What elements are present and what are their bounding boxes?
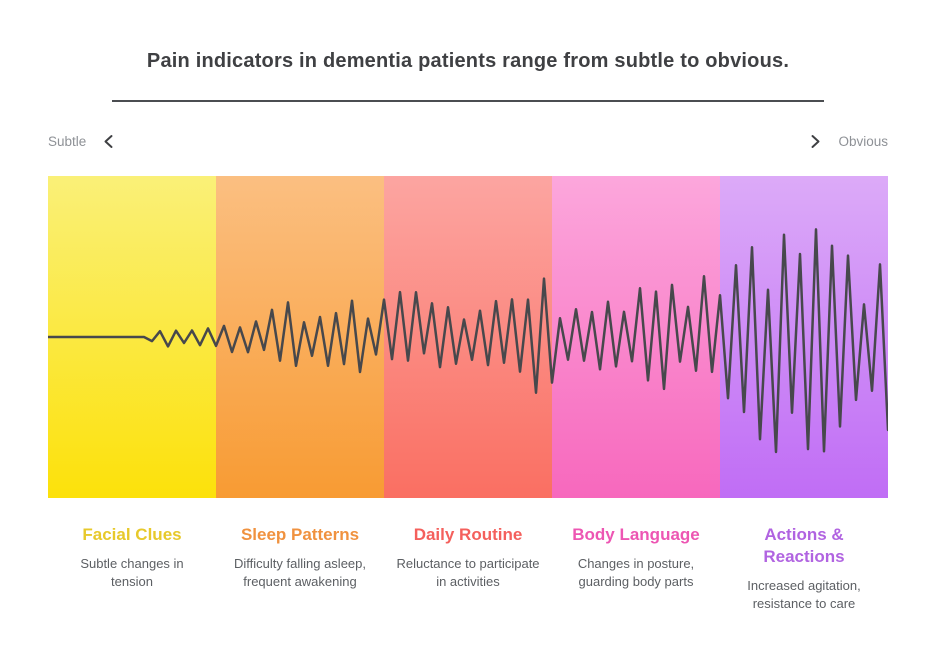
chevron-left-icon[interactable]	[102, 134, 115, 149]
scale-nav: Subtle Obvious	[48, 134, 888, 149]
legend-desc-daily-routine: Reluctance to participate in activities	[396, 556, 540, 590]
chevron-right-icon[interactable]	[809, 134, 822, 149]
legend-title-actions-reactions: Actions & Reactions	[763, 525, 845, 567]
legend-desc-body-language: Changes in posture, guarding body parts	[577, 556, 695, 590]
legend-title-facial-clues: Facial Clues	[82, 525, 182, 544]
title-underline	[112, 100, 824, 102]
legend-desc-sleep-patterns: Difficulty falling asleep, frequent awak…	[234, 556, 366, 590]
pain-spectrum-chart	[48, 176, 888, 498]
legend-title-body-language: Body Language	[572, 525, 700, 544]
legend-desc-actions-reactions: Increased agitation, resistance to care	[747, 578, 861, 612]
scale-nav-right: Obvious	[809, 134, 888, 149]
legend-title-daily-routine: Daily Routine	[413, 525, 523, 544]
page-title: Pain indicators in dementia patients ran…	[146, 50, 790, 72]
subtle-label: Subtle	[48, 134, 87, 149]
legend-title-sleep-patterns: Sleep Patterns	[240, 525, 360, 544]
pain-waveform	[48, 228, 888, 454]
legend-desc-facial-clues: Subtle changes in tension	[80, 556, 184, 590]
scale-nav-left: Subtle	[48, 134, 115, 149]
obvious-label: Obvious	[838, 134, 888, 149]
